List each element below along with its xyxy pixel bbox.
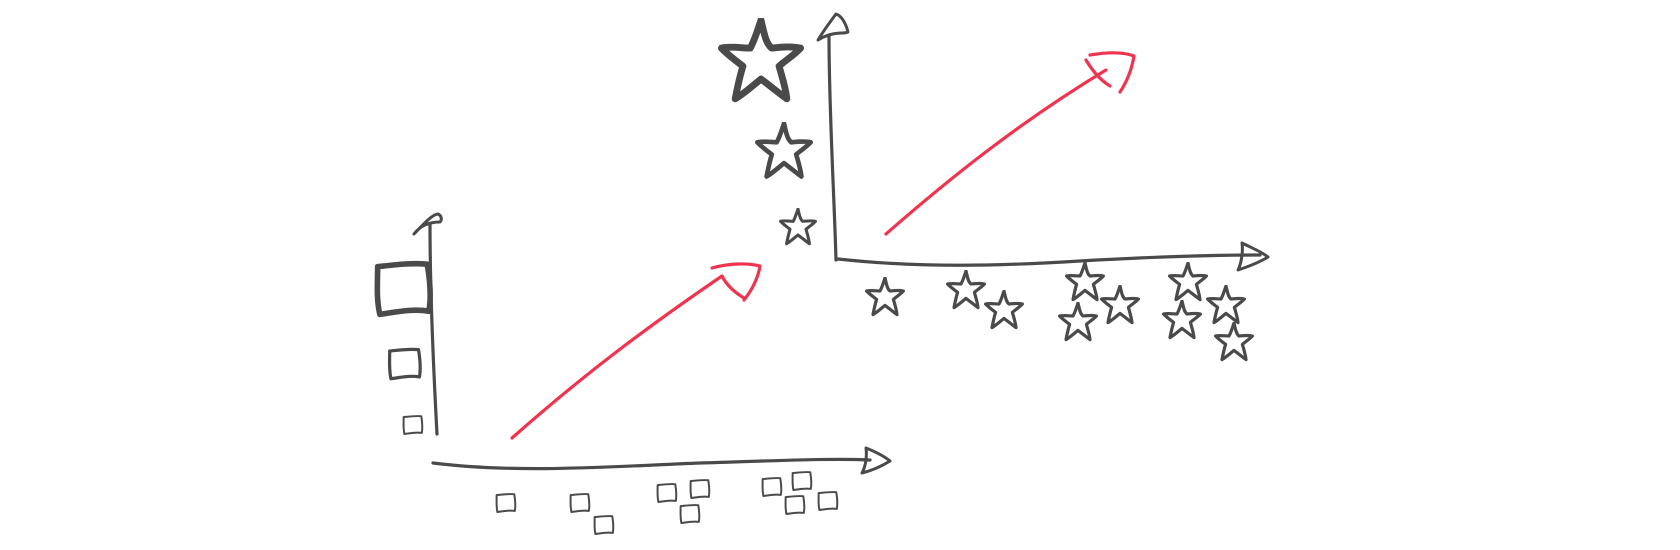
star-icon bbox=[1058, 302, 1098, 342]
x-axis-group-1 bbox=[865, 277, 905, 317]
star-icon bbox=[1168, 262, 1208, 302]
y-axis-line bbox=[827, 34, 838, 262]
star-icon bbox=[865, 277, 905, 317]
star-icon bbox=[1162, 300, 1202, 340]
star-icon-large bbox=[721, 20, 800, 99]
square-icon-small bbox=[402, 414, 424, 436]
squares-diagram bbox=[377, 212, 892, 536]
x-axis-group-2 bbox=[569, 492, 615, 536]
trend-arrow bbox=[510, 274, 724, 440]
square-icon bbox=[679, 503, 701, 525]
x-axis-group-3 bbox=[656, 478, 711, 525]
star-icon-medium bbox=[757, 123, 810, 176]
square-icon-large bbox=[377, 264, 430, 315]
x-axis-line bbox=[431, 457, 872, 471]
square-icon bbox=[761, 476, 783, 498]
square-icon bbox=[689, 478, 711, 500]
star-icon bbox=[984, 290, 1024, 330]
trend-arrowhead bbox=[1084, 51, 1136, 94]
star-icon bbox=[1206, 285, 1246, 325]
x-axis-group-2 bbox=[946, 270, 1024, 330]
square-icon bbox=[593, 514, 615, 536]
star-icon bbox=[1065, 262, 1105, 302]
x-axis-group-4 bbox=[1162, 262, 1254, 362]
y-axis-arrowhead bbox=[816, 12, 850, 42]
square-icon bbox=[791, 470, 813, 492]
x-axis-group-1 bbox=[495, 492, 517, 514]
star-icon bbox=[1214, 322, 1254, 362]
x-axis-group-4 bbox=[761, 470, 839, 516]
square-icon bbox=[656, 482, 678, 504]
trend-arrow bbox=[884, 68, 1108, 236]
square-icon-medium bbox=[387, 347, 423, 381]
square-icon bbox=[569, 492, 591, 514]
y-axis-arrowhead bbox=[412, 212, 443, 236]
square-icon bbox=[817, 490, 839, 512]
stars-diagram bbox=[721, 12, 1270, 362]
square-icon bbox=[784, 494, 806, 516]
x-axis-arrowhead bbox=[860, 446, 892, 475]
trend-arrowhead bbox=[710, 262, 762, 302]
star-icon-small bbox=[779, 208, 817, 246]
star-icon bbox=[1100, 285, 1140, 325]
star-icon bbox=[946, 270, 986, 310]
x-axis-line bbox=[836, 253, 1262, 267]
x-axis-group-3 bbox=[1058, 262, 1140, 342]
square-icon bbox=[495, 492, 517, 514]
x-axis-arrowhead bbox=[1236, 241, 1270, 272]
y-axis-line bbox=[428, 222, 439, 436]
